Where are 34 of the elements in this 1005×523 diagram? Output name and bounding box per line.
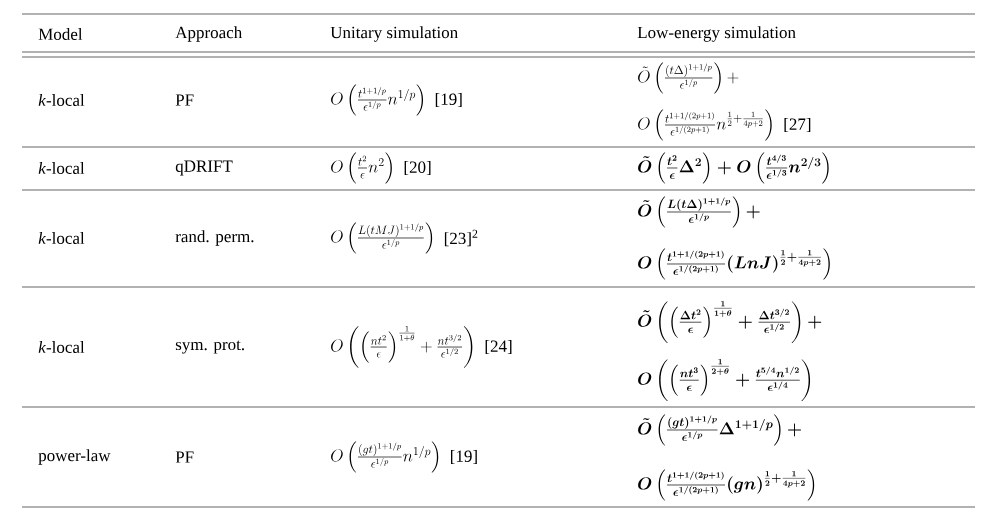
formula: $\boldsymbol{\tilde{O}\left(\frac{L(t\Delta)^{1+1/p}}{\epsilon^{1/p}}\right)+}$ — [638, 196, 760, 228]
formula: $O\left(\left(\frac{nt^2}{\epsilon}\right)^{\frac{1}{1+\theta}}+\frac{nt^{3/2}}{\epsilon^{1/2}}\right)$ — [331, 326, 473, 368]
cell-text: PF — [175, 94, 194, 106]
cell-text: k-local — [38, 162, 85, 174]
citation: [19] — [451, 449, 477, 465]
formula: $\boldsymbol{O\left(\left(\frac{nt^3}{\epsilon}\right)^{\frac{1}{2+\theta}}+\frac{t^{5/4}n^{1/2}}{\epsilon^{1/4}}\right)}$ — [638, 358, 811, 401]
column-header: Unitary simulation — [330, 26, 458, 42]
citation: [19] — [435, 92, 462, 108]
formula: $\boldsymbol{\tilde{O}\left(\frac{(gt)^{1+1/p}}{\epsilon^{1/p}}\Delta^{1+1/p}\right)+}$ — [638, 414, 801, 446]
column-header: Approach — [175, 26, 242, 42]
formula: $\boldsymbol{\tilde{O}\left(\left(\frac{\Delta t^2}{\epsilon}\right)^{\frac{1}{1+\theta}}+\frac{\Delta t^{3/2}}{\epsilon^{1/2}}\right)+}$ — [638, 300, 822, 343]
citation: [24] — [485, 339, 512, 355]
cell-text: qDRIFT — [175, 160, 233, 176]
citation: [27] — [784, 117, 811, 133]
column-header: Low-energy simulation — [637, 26, 796, 42]
formula: $O\left(\frac{(gt)^{1+1/p}}{\epsilon^{1/p}}n^{1/p}\right)$ — [331, 441, 439, 473]
cell-text: k-local — [38, 341, 85, 353]
cell-text: k-local — [38, 232, 85, 244]
formula: $O\left(\frac{t^{1+1/(2p+1)}}{\epsilon^{1/(2p+1)}}n^{\frac{1}{2}+\frac{1}{4p+2}}\right)$ — [638, 109, 772, 141]
formula: $\boldsymbol{\tilde{O}\left(\frac{t^2}{\epsilon}\Delta^2\right)+O\left(\frac{t^{4/3}}{\epsilon^{1/3}}n^{2/3}\right)}$ — [638, 152, 829, 184]
formula: $\boldsymbol{O\left(\frac{t^{1+1/(2p+1)}}{\epsilon^{1/(2p+1)}}(gn)^{\frac{1}{2}+\frac{1}{4p+2}}\right)}$ — [638, 469, 815, 501]
cell-text: rand. perm. — [175, 230, 254, 246]
cell-text: sym. prot. — [175, 340, 244, 354]
citation: [20] — [404, 160, 431, 176]
citation: [23]$^{2}$ — [444, 229, 478, 247]
cell-text: k-local — [38, 94, 85, 106]
formula: $O\left(\frac{L(tMJ)^{1+1/p}}{\epsilon^{1/p}}\right)$ — [331, 222, 433, 254]
formula: $O\left(\frac{t^{1+1/p}}{\epsilon^{1/p}}n^{1/p}\right)$ — [331, 84, 423, 116]
formula: $\boldsymbol{O\left(\frac{t^{1+1/(2p+1)}}{\epsilon^{1/(2p+1)}}(LnJ)^{\frac{1}{2}+\frac{1}{4p+2}}\right)}$ — [638, 248, 830, 280]
cell-text: PF — [175, 451, 194, 463]
formula: $\tilde{O}\left(\frac{(t\Delta)^{1+1/p}}{\epsilon^{1/p}}\right)+$ — [638, 62, 739, 94]
formula: $O\left(\frac{t^2}{\epsilon}n^2\right)$ — [331, 152, 392, 184]
column-header: Model — [38, 28, 83, 40]
cell-text: power-law — [38, 449, 111, 465]
